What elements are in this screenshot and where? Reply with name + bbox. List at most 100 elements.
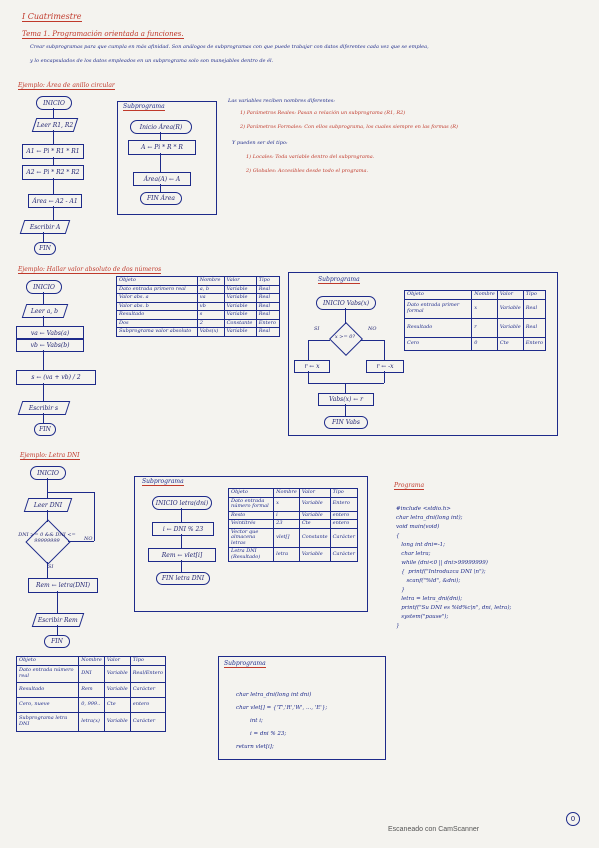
table-cell: Entero — [522, 336, 547, 351]
ex1-note-2: 2) Parámetros Formales: Con ellos subpro… — [240, 124, 459, 130]
intro-line-2: y lo encapsulados de los datos empleados… — [30, 58, 274, 64]
code-line: char letra_dni(long int); — [396, 515, 463, 521]
table-header: Tipo — [129, 656, 167, 666]
table-cell: entero — [329, 510, 359, 520]
ex1-read: Leer R1, R2 — [31, 118, 79, 132]
ex3-sub2-label: Subprograma — [224, 660, 266, 668]
ex3-no-label: NO — [84, 536, 93, 542]
table-cell: Veintitrés — [227, 519, 275, 529]
table-cell: Real — [255, 284, 281, 294]
table-cell: Vabs(x) — [196, 327, 225, 337]
table-cell: DNI — [78, 664, 105, 683]
table-cell: Real — [255, 327, 281, 337]
ex3-sub-end: FIN letra DNI — [156, 572, 210, 585]
table-cell: Variable — [223, 284, 257, 294]
table-header: Nombre — [273, 488, 300, 498]
ex3-decision-label: DNI >= 0 && DNI <= 99999999 — [18, 532, 76, 544]
ex1-title: Ejemplo: Área de anillo circular — [18, 82, 115, 90]
code-line: scanf("%ld", &dni); — [396, 578, 461, 584]
section-title: Tema 1. Programación orientada a funcion… — [22, 30, 184, 39]
table-cell: entero — [129, 696, 167, 713]
code-line: system("pause"); — [396, 614, 449, 620]
table-cell: Real — [255, 293, 281, 303]
table-cell: Variable — [103, 664, 131, 683]
ex2-write: Escribir s — [17, 401, 71, 415]
ex3-sub-start: INICIO letra(dni) — [152, 496, 212, 510]
table-cell: Carácter — [129, 711, 167, 732]
table-cell: vlet[] — [273, 527, 300, 548]
ex2-read: Leer a, b — [21, 304, 69, 318]
ex1-write: Escribir A — [19, 220, 71, 234]
table-cell: Constante — [298, 527, 331, 548]
table-cell: Variable — [496, 298, 524, 319]
table-cell: Variable — [223, 327, 257, 337]
table-cell: Subprograma letra DNI — [15, 711, 80, 732]
table-cell: Variable — [496, 317, 524, 338]
code-line: return vlet[i]; — [236, 744, 274, 750]
table-cell: Resultado — [403, 317, 473, 338]
table-cell: Cero — [403, 336, 473, 351]
section-title-text: Tema 1. Programación orientada a funcion… — [22, 30, 184, 39]
ex1-area: Área ← A2 - A1 — [28, 194, 82, 208]
ex3-si-label: SI — [48, 564, 54, 570]
table-header: Tipo — [255, 276, 281, 286]
table-header: Nombre — [196, 276, 225, 286]
table-cell: x — [273, 496, 300, 512]
table-cell: entero — [329, 519, 359, 529]
ex1-note-5: 2) Globales: Accesibles desde todo el pr… — [246, 168, 369, 174]
ex2-sub-decision-label: x >= 0? — [334, 334, 356, 340]
ex3-code: #include <stdio.h>char letra_dni(long in… — [396, 496, 592, 640]
ex2-si-label: SI — [314, 326, 320, 332]
ex1-sub-calc: A ← Pi * R * R — [128, 140, 196, 155]
table-cell: Letra DNI (Resultado) — [227, 547, 275, 562]
table-cell: Real — [522, 317, 547, 338]
ex2-start: INICIO — [26, 280, 62, 294]
table-cell: 23 — [273, 519, 300, 529]
table-header: Objeto — [403, 290, 473, 300]
table-cell: Dato entrada número real — [15, 664, 80, 683]
table-cell: r — [471, 317, 498, 338]
table-cell: Variable — [298, 496, 331, 512]
table-cell: Cte — [103, 696, 131, 713]
ex3-sub-code-box — [218, 656, 386, 760]
table-header: Nombre — [78, 656, 105, 666]
ex2-sub-label: Subprograma — [318, 276, 360, 284]
table-cell: x — [471, 298, 498, 319]
ex1-note-1: 1) Parámetros Reales: Pasan a relación u… — [240, 110, 406, 116]
table-cell: Variable — [103, 711, 131, 732]
table-header: Valor — [103, 656, 131, 666]
ex1-sub-label: Subprograma — [123, 103, 165, 111]
ex3-title: Ejemplo: Letra DNI — [20, 452, 80, 460]
ex2-sub-rx: r ← x — [294, 360, 330, 373]
table-cell: Real — [255, 301, 281, 311]
ex1-start: INICIO — [36, 96, 72, 110]
table-cell: i — [273, 510, 300, 520]
ex1-note-0: Las variables reciben nombres diferentes… — [228, 98, 335, 104]
ex1-end: FIN — [34, 242, 56, 255]
ex3-subprogram-box — [134, 476, 368, 612]
ex1-note-4: 1) Locales: Toda variable dentro del sub… — [246, 154, 375, 160]
ex2-end: FIN — [34, 423, 56, 436]
ex2-sub-start: INICIO Vabs(x) — [316, 296, 376, 310]
ex3-end: FIN — [44, 635, 70, 648]
table-cell: Real — [522, 298, 547, 319]
table-header: Valor — [223, 276, 257, 286]
table-cell: Subprograma valor absoluto — [116, 327, 198, 337]
ex3-sub-code: char letra_dni(long int dni)char vlet[] … — [236, 676, 380, 767]
code-line: i = dni % 23; — [250, 731, 287, 737]
table-cell: Entero — [255, 318, 281, 328]
